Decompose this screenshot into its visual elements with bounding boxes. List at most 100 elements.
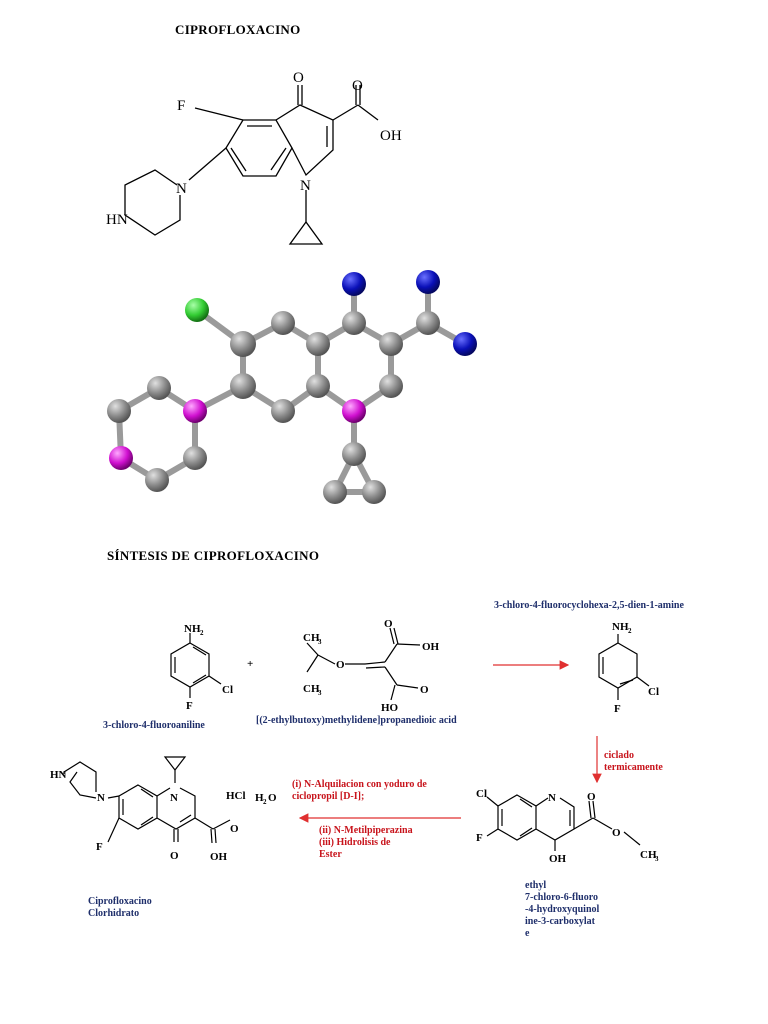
carbon-atom — [342, 442, 366, 466]
hcl-label: HCl — [226, 790, 246, 802]
atom-label-N: N — [548, 792, 556, 804]
atom-label-O: O — [170, 850, 179, 862]
carbon-atom — [306, 374, 330, 398]
atom-label-OH: OH — [380, 128, 402, 144]
carbon-atom — [183, 446, 207, 470]
atom-label-F: F — [186, 700, 193, 712]
condition-line: (iii) Hidrolisis de — [319, 837, 391, 848]
carbon-atom — [416, 311, 440, 335]
name-ester-line: ine-3-carboxylat — [525, 916, 595, 927]
condition-line: ciclopropil [D-I]; — [292, 791, 365, 802]
condition-line: termicamente — [604, 762, 663, 773]
condition-line: (ii) N-Metilpiperazina — [319, 825, 413, 836]
water-label-o: O — [268, 792, 277, 804]
plus-sign: + — [247, 658, 253, 670]
carbon-atom — [323, 480, 347, 504]
atom-label-N: N — [97, 792, 105, 804]
carbon-atom — [342, 311, 366, 335]
name-diene-amine: 3-chloro-4-fluorocyclohexa-2,5-dien-1-am… — [494, 600, 684, 611]
condition-line: ciclado — [604, 750, 634, 761]
atom-label-CH3: CH — [640, 849, 657, 861]
ester-structure — [486, 794, 641, 851]
diene-amine-structure — [598, 634, 650, 700]
atom-label-O: O — [230, 823, 239, 835]
atom-label-N: N — [170, 792, 178, 804]
subscript: 3 — [318, 689, 322, 697]
subscript: 2 — [263, 798, 267, 806]
carbon-atom — [271, 311, 295, 335]
atom-label-HN: HN — [50, 769, 67, 781]
oxygen-atom — [342, 272, 366, 296]
fluoroaniline-structure — [170, 633, 222, 698]
atom-label-HO: HO — [381, 702, 399, 714]
name-ester: ethyl 7-chloro-6-fluoro -4-hydroxyquinol… — [525, 880, 599, 940]
atom-label-O: O — [384, 618, 393, 630]
atom-label-HN: HN — [106, 212, 128, 228]
nitrogen-atom — [109, 446, 133, 470]
name-product-line: Clorhidrato — [88, 908, 140, 919]
name-fluoroaniline: 3-chloro-4-fluoroaniline — [103, 720, 205, 731]
ciprofloxacin-2d-labels: F O O OH N N HN — [106, 70, 402, 228]
name-ester-line: -4-hydroxyquinol — [525, 904, 600, 915]
oxygen-atom — [416, 270, 440, 294]
atom-label-O: O — [293, 70, 304, 86]
atom-label-O: O — [420, 684, 429, 696]
atom-label-N: N — [300, 178, 311, 194]
atom-label-OH: OH — [210, 851, 228, 863]
name-malonate: [(2-ethylbutoxy)methylidene]propanedioic… — [256, 715, 457, 726]
carbon-atom — [362, 480, 386, 504]
fluorine-atom — [185, 298, 209, 322]
atom-label-OH: OH — [422, 641, 440, 653]
atom-label-O: O — [352, 78, 363, 94]
malonate-structure — [306, 627, 421, 701]
atom-label-F: F — [96, 841, 103, 853]
subscript: 2 — [200, 629, 204, 637]
subscript: 3 — [655, 855, 659, 863]
atom-label-F: F — [614, 703, 621, 715]
carbon-atom — [230, 331, 256, 357]
name-ester-line: 7-chloro-6-fluoro — [525, 892, 598, 903]
carbon-atom — [230, 373, 256, 399]
condition-line: Ester — [319, 849, 342, 860]
nitrogen-atom — [183, 399, 207, 423]
atom-spheres — [107, 270, 477, 504]
nitrogen-atom — [342, 399, 366, 423]
subscript: 3 — [318, 638, 322, 646]
atom-label-F: F — [177, 98, 185, 114]
atom-label-F: F — [476, 832, 483, 844]
carbon-atom — [379, 374, 403, 398]
atom-label-OH: OH — [549, 853, 567, 865]
atom-label-O: O — [612, 827, 621, 839]
atom-label-NH2: NH — [184, 623, 201, 635]
name-product: Ciprofloxacino Clorhidrato — [88, 896, 152, 920]
name-product-line: Ciprofloxacino — [88, 896, 152, 907]
synthesis-title: SÍNTESIS DE CIPROFLOXACINO — [107, 548, 320, 563]
carbon-atom — [145, 468, 169, 492]
product-structure — [63, 756, 231, 844]
subscript: 2 — [628, 627, 632, 635]
page-title: CIPROFLOXACINO — [175, 22, 301, 37]
name-ester-line: e — [525, 928, 530, 939]
carbon-atom — [306, 332, 330, 356]
carbon-atom — [379, 332, 403, 356]
ciprofloxacin-2d-structure — [124, 85, 379, 245]
condition-steps-1: (i) N-Alquilacion con yoduro de ciclopro… — [292, 779, 427, 803]
atom-label-Cl: Cl — [476, 788, 487, 800]
ciprofloxacin-3d-model — [107, 270, 477, 504]
water-label-h: H — [255, 792, 264, 804]
atom-label-Cl: Cl — [648, 686, 659, 698]
condition-steps-2: (ii) N-Metilpiperazina (iii) Hidrolisis … — [319, 825, 413, 861]
carbon-atom — [107, 399, 131, 423]
atom-label-O: O — [336, 659, 345, 671]
atom-label-O: O — [587, 791, 596, 803]
atom-label-Cl: Cl — [222, 684, 233, 696]
condition-line: (i) N-Alquilacion con yoduro de — [292, 779, 427, 790]
carbon-atom — [147, 376, 171, 400]
condition-cyclization: ciclado termicamente — [604, 750, 663, 774]
name-ester-line: ethyl — [525, 880, 547, 891]
atom-label-NH2: NH — [612, 621, 629, 633]
oxygen-atom — [453, 332, 477, 356]
carbon-atom — [271, 399, 295, 423]
atom-label-CH3: CH — [303, 683, 320, 695]
